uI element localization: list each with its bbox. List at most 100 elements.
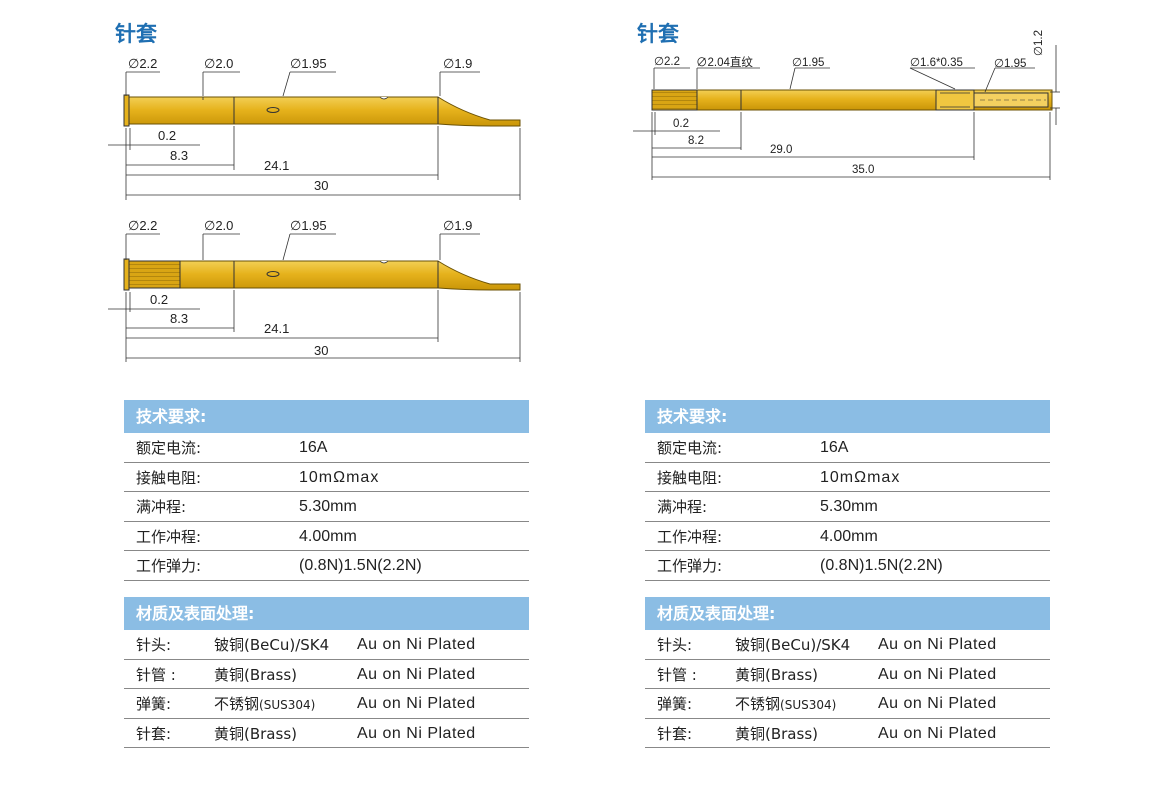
dim-len-83: 8.3 [170, 311, 189, 326]
pin-top-left [123, 94, 521, 127]
dim-d22: ∅2.2 [654, 56, 681, 68]
dim-d22: ∅2.2 [128, 56, 158, 71]
dim-len-02: 0.2 [158, 128, 177, 143]
dim-len-290: 29.0 [770, 144, 793, 156]
table-header: 材质及表面处理: [124, 597, 529, 630]
table-header: 技术要求: [645, 400, 1050, 433]
pin-right [651, 89, 1053, 111]
dim-d195: ∅1.95 [290, 56, 327, 71]
finish: Au on Ni Plated [878, 695, 997, 712]
table-row: 弹簧: 不锈钢(SUS304) Au on Ni Plated [645, 689, 1050, 719]
dim-len-02: 0.2 [673, 118, 689, 130]
row-value: 10mΩmax [299, 468, 380, 486]
row-value: (0.8N)1.5N(2.2N) [820, 557, 943, 574]
finish: Au on Ni Plated [357, 724, 476, 742]
row-value: 16A [820, 439, 849, 456]
row-label: 额定电流: [657, 439, 723, 457]
tech-requirements-right: 技术要求: 额定电流: 16A 接触电阻: 10mΩmax 满冲程: 5.30mm 工… [645, 400, 1050, 581]
row-value: 5.30mm [820, 498, 878, 515]
tech-requirements-left: 技术要求: 额定电流: 16A 接触电阻: 10mΩmax 满冲程:5.30mm 工… [124, 400, 529, 581]
table-row: 弹簧:不锈钢(SUS304)Au on Ni Plated [124, 689, 529, 719]
part-label: 针头: [657, 636, 693, 654]
material: 黄铜(Brass) [735, 665, 818, 684]
row-label: 满冲程: [136, 498, 187, 516]
material-main: 不锈钢 [735, 695, 781, 713]
table-row: 接触电阻: 10mΩmax [645, 463, 1050, 492]
dim-d19: ∅1.9 [443, 218, 473, 233]
row-label: 额定电流: [136, 439, 202, 457]
finish: Au on Ni Plated [357, 636, 476, 653]
left-section-heading: 针套 [115, 22, 157, 46]
dim-len-241: 24.1 [264, 158, 290, 173]
part-label: 弹簧: [136, 695, 172, 713]
table-row: 针头: 铍铜(BeCu)/SK4 Au on Ni Plated [124, 630, 529, 660]
material: 黄铜(Brass) [214, 665, 297, 684]
row-label: 满冲程: [657, 498, 708, 516]
pin-bottom-left [123, 258, 521, 291]
finish: Au on Ni Plated [878, 665, 997, 683]
part-label: 针套: [136, 724, 172, 743]
row-label: 接触电阻: [657, 468, 723, 487]
dim-d16: ∅1.6*0.35 [910, 57, 963, 69]
dim-d20: ∅2.0 [204, 56, 234, 71]
dim-d19: ∅1.9 [443, 56, 473, 71]
row-label: 工作弹力: [657, 557, 723, 575]
row-value: 16A [299, 439, 328, 456]
table-row: 针管 : 黄铜(Brass) Au on Ni Plated [124, 660, 529, 689]
row-label: 工作弹力: [136, 557, 202, 575]
material-grade: (SUS304) [780, 698, 837, 712]
table-row: 针管 : 黄铜(Brass) Au on Ni Plated [645, 660, 1050, 689]
part-label: 针头: [136, 636, 172, 654]
table-row: 满冲程:5.30mm [124, 492, 529, 522]
row-value: 4.00mm [299, 527, 357, 545]
row-label: 工作冲程: [657, 527, 723, 546]
row-value: 10mΩmax [820, 468, 901, 486]
material: 黄铜(Brass) [735, 724, 818, 743]
finish: Au on Ni Plated [878, 724, 997, 742]
dim-d195: ∅1.95 [290, 218, 327, 233]
material: 不锈钢(SUS304) [735, 689, 836, 720]
table-header: 材质及表面处理: [645, 597, 1050, 630]
dim-d204: ∅2.04直纹 [696, 57, 753, 69]
dim-len-82: 8.2 [688, 135, 704, 147]
part-label: 针管 : [657, 665, 697, 684]
table-row: 额定电流: 16A [124, 433, 529, 463]
dim-d12: ∅1.2 [1033, 29, 1045, 56]
material: 黄铜(Brass) [214, 724, 297, 743]
row-value: (0.8N)1.5N(2.2N) [299, 557, 422, 574]
table-row: 接触电阻: 10mΩmax [124, 463, 529, 492]
finish: Au on Ni Plated [878, 636, 997, 653]
table-row: 额定电流: 16A [645, 433, 1050, 463]
table-row: 工作冲程: 4.00mm [124, 522, 529, 551]
finish: Au on Ni Plated [357, 665, 476, 683]
dim-len-02: 0.2 [150, 292, 169, 307]
table-header: 技术要求: [124, 400, 529, 433]
right-section-heading: 针套 [637, 22, 679, 46]
table-row: 满冲程: 5.30mm [645, 492, 1050, 522]
material-main: 不锈钢 [214, 695, 260, 713]
part-label: 针管 : [136, 665, 176, 684]
row-value: 4.00mm [820, 527, 878, 545]
dim-len-83: 8.3 [170, 148, 189, 163]
material-grade: (SUS304) [259, 698, 316, 712]
table-row: 工作弹力: (0.8N)1.5N(2.2N) [124, 551, 529, 581]
dim-len-30: 30 [314, 178, 329, 193]
row-label: 接触电阻: [136, 468, 202, 487]
row-label: 工作冲程: [136, 527, 202, 546]
dim-d195b: ∅1.95 [994, 58, 1027, 70]
table-row: 针套: 黄铜(Brass) Au on Ni Plated [645, 719, 1050, 748]
part-label: 弹簧: [657, 695, 693, 713]
table-row: 针头: 铍铜(BeCu)/SK4 Au on Ni Plated [645, 630, 1050, 660]
part-label: 针套: [657, 724, 693, 743]
material: 不锈钢(SUS304) [214, 689, 315, 720]
table-row: 针套: 黄铜(Brass) Au on Ni Plated [124, 719, 529, 748]
dim-d195: ∅1.95 [792, 57, 825, 69]
dim-d20: ∅2.0 [204, 218, 234, 233]
material: 铍铜(BeCu)/SK4 [214, 636, 330, 654]
dim-len-241: 24.1 [264, 321, 290, 336]
material: 铍铜(BeCu)/SK4 [735, 636, 851, 654]
dim-d22: ∅2.2 [128, 218, 158, 233]
